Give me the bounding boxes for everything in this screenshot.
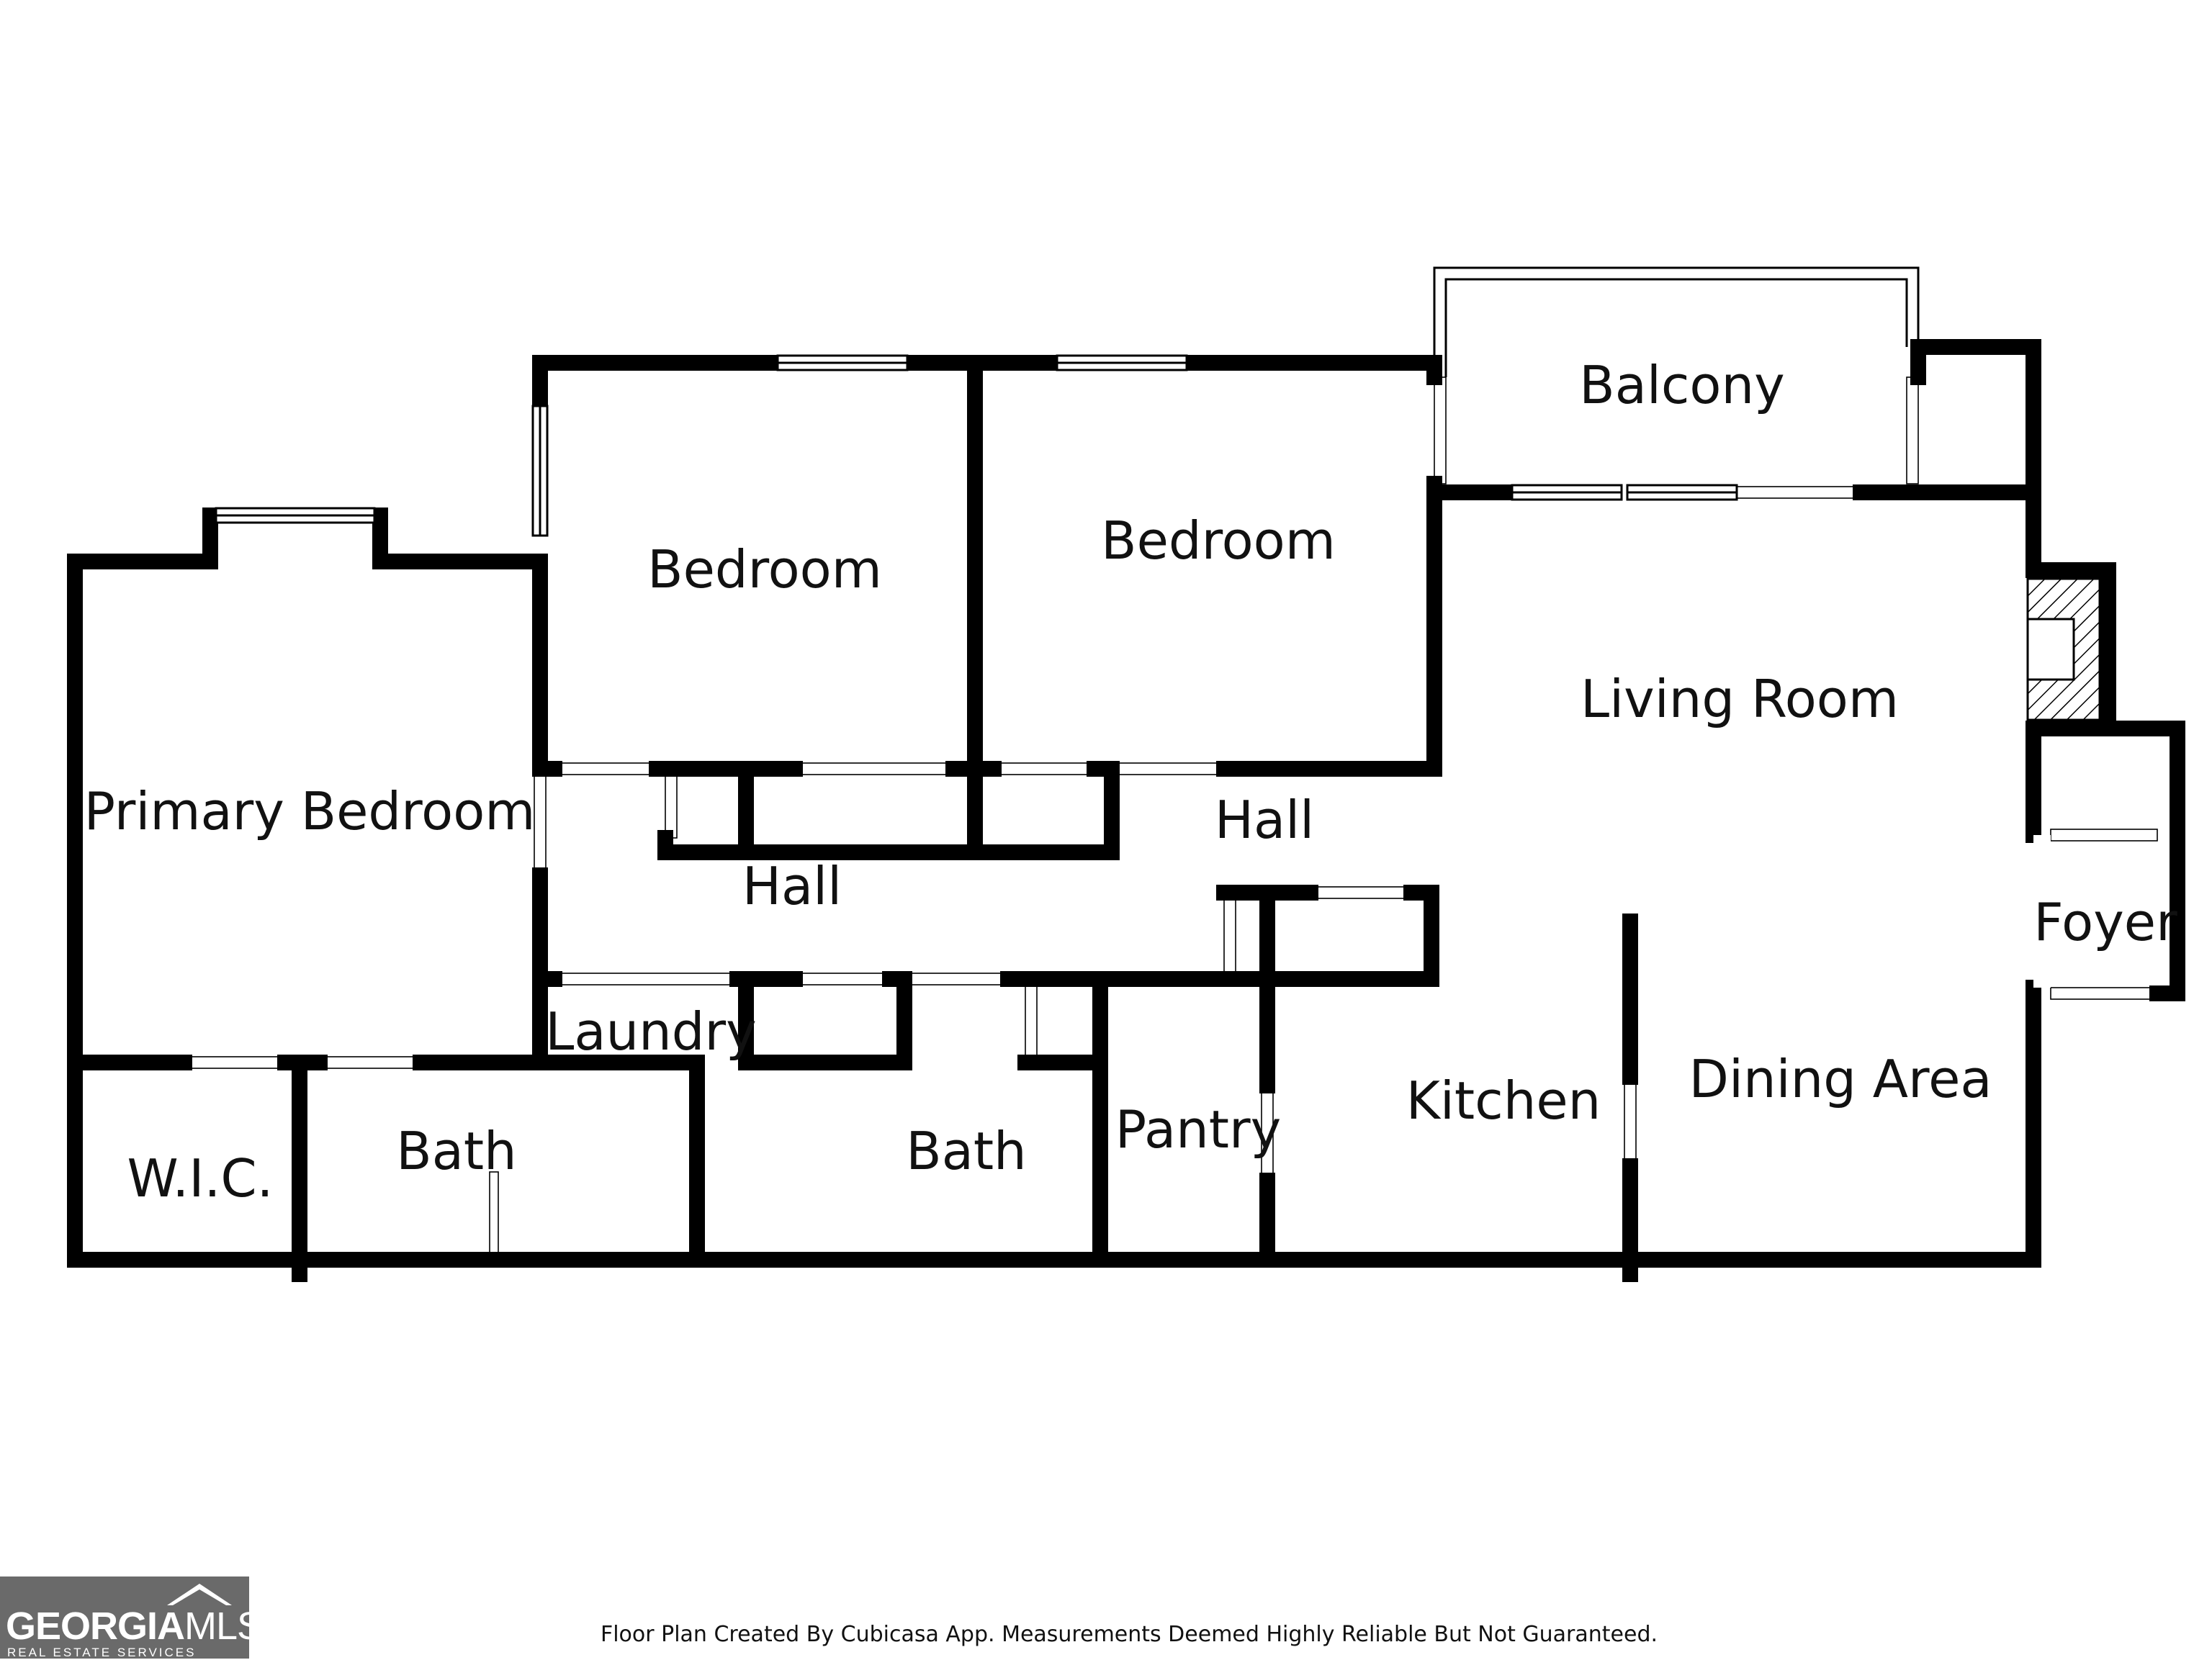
logo-brand-light: MLS <box>184 1605 263 1648</box>
label-primary-bedroom: Primary Bedroom <box>84 781 536 842</box>
label-pantry: Pantry <box>1115 1099 1281 1160</box>
wall-bedrooms-top <box>532 355 1442 414</box>
label-hall-left: Hall <box>742 856 842 916</box>
label-kitchen: Kitchen <box>1406 1070 1601 1131</box>
wall-primary-bedroom-outer <box>67 554 2041 1268</box>
house-roof-icon <box>167 1584 232 1605</box>
georgia-mls-logo: GEORGIAMLS REAL ESTATE SERVICES <box>0 1576 263 1659</box>
label-dining-area: Dining Area <box>1689 1049 1992 1109</box>
wall-living-top-right <box>1853 339 2041 500</box>
wall-kitchen-closet <box>1216 885 1318 1093</box>
room-labels: Primary Bedroom Bedroom Bedroom Balcony … <box>84 355 2177 1209</box>
wall-laundry-right <box>738 971 912 1070</box>
label-bedroom-2: Bedroom <box>1101 510 1336 571</box>
label-foyer: Foyer <box>2033 892 2177 952</box>
label-bedroom-1: Bedroom <box>647 539 882 600</box>
balcony-railing <box>1433 266 1920 377</box>
label-wic: W.I.C. <box>127 1148 273 1209</box>
logo-tagline: REAL ESTATE SERVICES <box>7 1646 197 1659</box>
label-bath-1: Bath <box>396 1121 516 1181</box>
label-laundry: Laundry <box>545 1001 756 1062</box>
wall-living-right <box>2026 484 2116 736</box>
label-living-room: Living Room <box>1581 669 1899 729</box>
wall-bath2-right <box>1017 971 1108 1268</box>
label-bath-2: Bath <box>906 1121 1026 1181</box>
walls <box>67 339 2185 1282</box>
wall-hall-bottom <box>532 885 1439 987</box>
label-balcony: Balcony <box>1579 355 1784 415</box>
fireplace <box>2026 577 2101 721</box>
label-hall-right: Hall <box>1215 790 1314 850</box>
wall-foyer-box <box>2026 721 2185 1001</box>
wall-bedroom2-right <box>1216 476 1442 777</box>
windows <box>215 354 1738 537</box>
door-openings <box>184 376 2158 1260</box>
footer-disclaimer: Floor Plan Created By Cubicasa App. Meas… <box>601 1622 1658 1647</box>
logo-brand: GEORGIAMLS <box>6 1605 263 1648</box>
wall-hall-closets <box>649 761 1120 860</box>
logo-brand-bold: GEORGIA <box>6 1605 185 1648</box>
